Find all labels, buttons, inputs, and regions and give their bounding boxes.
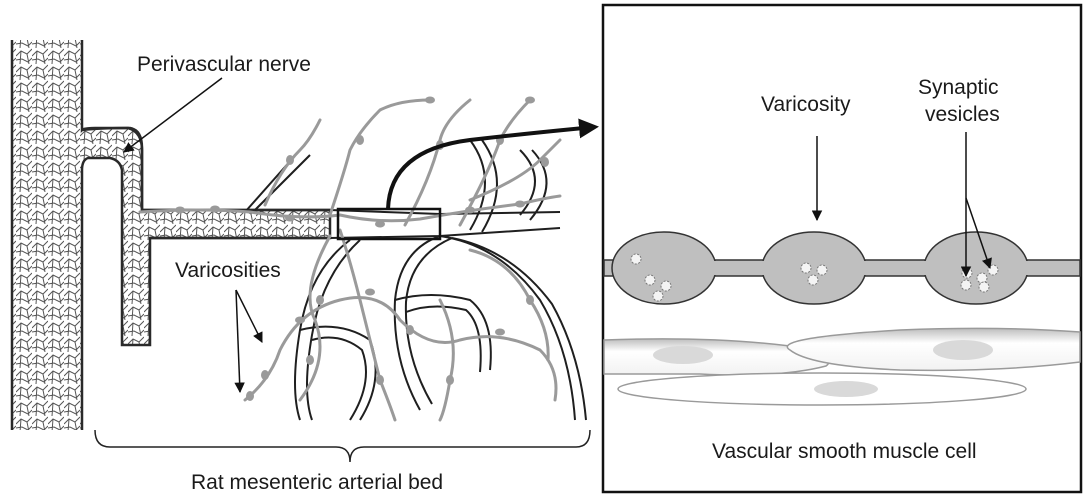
mesenteric-bed-illustration: [12, 40, 595, 462]
left-caption: Rat mesenteric arterial bed: [191, 471, 443, 494]
vesicles-label: vesicles: [925, 103, 1000, 126]
varicosity-label: Varicosity: [761, 93, 851, 116]
varicosity-1: [612, 232, 716, 304]
varicosities-pointer-1: [236, 290, 262, 342]
synaptic-label: Synaptic: [918, 76, 999, 99]
varicosity-2: [762, 232, 866, 304]
arterial-tree: [245, 140, 586, 420]
nerve-varicosity-beads: [175, 97, 549, 402]
varicosities-label: Varicosities: [175, 259, 281, 282]
varicosities-pointer-2: [236, 290, 240, 392]
muscle-cell-label: Vascular smooth muscle cell: [712, 440, 977, 463]
main-artery: [12, 40, 82, 430]
nerve-pointer: [124, 78, 222, 152]
nerve-label: Perivascular nerve: [137, 53, 311, 76]
caption-bracket: [95, 430, 590, 462]
varicosity-3: [924, 232, 1028, 304]
detail-panel: [603, 5, 1081, 492]
